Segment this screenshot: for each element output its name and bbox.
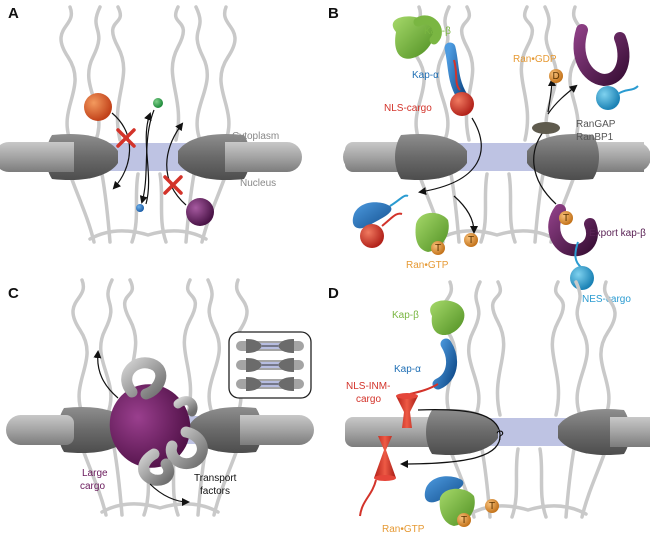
outer-membrane-left-c: [14, 415, 74, 445]
gtp-letter-free: T: [468, 235, 474, 246]
small-molecule-blue: [136, 204, 144, 212]
rangap-shape: [532, 122, 560, 134]
small-molecule-green: [153, 98, 163, 108]
blocked-export-arrow: [166, 122, 187, 206]
kap-beta-arm: [413, 15, 442, 45]
large-cargo-label-1: Large: [82, 468, 108, 479]
large-cargo-sphere-nuc: [186, 198, 214, 226]
panel-a-letter: A: [8, 5, 19, 22]
gtp-letter-d: T: [461, 515, 467, 526]
export-kap-free: [573, 24, 630, 87]
cytoplasm-label: Cytoplasm: [232, 131, 279, 142]
ran-gtp-label: Ran•GTP: [406, 260, 449, 271]
nes-cargo-sphere: [570, 266, 594, 290]
transport-factors-label-2: factors: [200, 486, 230, 497]
kap-beta-shape-d: [430, 300, 465, 336]
kap-alpha-shape-d: [432, 338, 458, 390]
outer-membrane-left-d: [345, 417, 405, 447]
ran-gdp-label: Ran•GDP: [513, 54, 557, 65]
nls-cargo-label: NLS-cargo: [384, 103, 432, 114]
outer-membrane-left-a: [14, 142, 74, 172]
gdp-letter: D: [553, 71, 560, 82]
ran-gtp-bound-d: [457, 513, 471, 527]
disassembly-arrow: [547, 84, 578, 115]
nls-inm-cargo-bottom-rim: [374, 475, 396, 481]
panel-b-letter: B: [328, 5, 339, 22]
inm-transport-arrow: [400, 409, 501, 468]
nucleus-label: Nucleus: [240, 178, 276, 189]
question-mark: ?: [496, 427, 504, 443]
outer-membrane-right-c: [240, 415, 284, 445]
nes-cargo-free: [596, 86, 620, 110]
gtp-letter-free-d: T: [489, 501, 495, 512]
nls-cargo-sphere: [450, 92, 474, 116]
gdp-arrow: [547, 78, 556, 113]
panel-d-letter: D: [328, 285, 339, 302]
transport-factor-top: [121, 357, 167, 400]
outer-membrane-left-b: [345, 142, 395, 172]
large-cargo-sphere-cyto: [84, 93, 112, 121]
diffusion-out-arrow: [144, 112, 152, 205]
nls-inm-cargo-bottom: [374, 436, 396, 478]
nls-inm-cargo-top: [396, 396, 418, 428]
npc-inset: [228, 331, 312, 399]
nls-inm-tail: [409, 383, 439, 395]
ran-gtp-free-d: [485, 499, 499, 513]
panel-c: C Large cargo Transport factors: [4, 278, 316, 517]
export-kap-label: Export kap-β: [589, 228, 646, 239]
nls-tail-released: [381, 212, 403, 227]
transport-factor-mid: [173, 396, 198, 417]
transport-factor-right: [165, 426, 208, 469]
kap-alpha-tail: [389, 194, 409, 207]
cargo-import-arrow: [149, 483, 190, 506]
pore-complex-a: [0, 5, 304, 244]
kap-alpha-released: [352, 202, 392, 229]
nls-inm-tail-bottom: [359, 479, 377, 517]
nls-inm-label-2: cargo: [356, 394, 381, 405]
panel-c-letter: C: [8, 285, 19, 302]
ran-gtp-free: [464, 233, 478, 247]
rangap-label: RanGAP: [576, 119, 616, 130]
transport-factor-bottom: [138, 448, 175, 486]
ran-gtp-export: [559, 211, 573, 225]
large-cargo-label-2: cargo: [80, 481, 105, 492]
blocked-x-icon: [116, 128, 183, 195]
outer-membrane-right-d: [610, 417, 644, 447]
nes-tail-free: [617, 85, 639, 95]
panel-d: D Kap-β Kap-α NLS-INM- cargo ? T T Ran•G…: [328, 280, 650, 535]
nls-inm-label-1: NLS-INM-: [346, 381, 390, 392]
nls-cargo-released: [360, 224, 384, 248]
ran-gtp-label-d: Ran•GTP: [382, 524, 425, 535]
transport-factors-label-1: Transport: [194, 473, 237, 484]
gtp-letter-export: T: [563, 213, 569, 224]
panel-b: B Kap-β Kap-α NLS-cargo T T Ran•GTP T E: [328, 5, 650, 305]
nes-cargo-label: NES-cargo: [582, 294, 631, 305]
nls-tail: [453, 59, 461, 91]
kap-alpha-label-d: Kap-α: [394, 364, 421, 375]
blocked-import-arrow: [111, 112, 131, 190]
import-path-arrow: [418, 117, 482, 195]
ranbp1-label: RanBP1: [576, 132, 614, 143]
ran-gdp-sphere: [549, 69, 563, 83]
cargo-export-arrow: [93, 350, 119, 399]
ran-gtp-bound: [431, 241, 445, 255]
kap-beta-shape: [392, 16, 434, 59]
kap-alpha-shape: [444, 42, 468, 102]
export-kap-beta-shape: [548, 204, 598, 257]
outer-membrane-right-a: [225, 142, 285, 172]
kap-beta-label-d: Kap-β: [392, 310, 419, 321]
release-arrow: [453, 195, 478, 234]
gtp-letter: T: [435, 243, 441, 254]
kap-alpha-label: Kap-α: [412, 70, 439, 81]
kap-alpha-released-d: [424, 476, 464, 503]
outer-membrane-right-b: [600, 142, 644, 172]
nls-inm-cargo-top-rim: [396, 393, 418, 399]
panel-a: A Cytoplasm Nucleus: [0, 5, 304, 244]
kap-beta-label: Kap-β: [424, 26, 451, 37]
